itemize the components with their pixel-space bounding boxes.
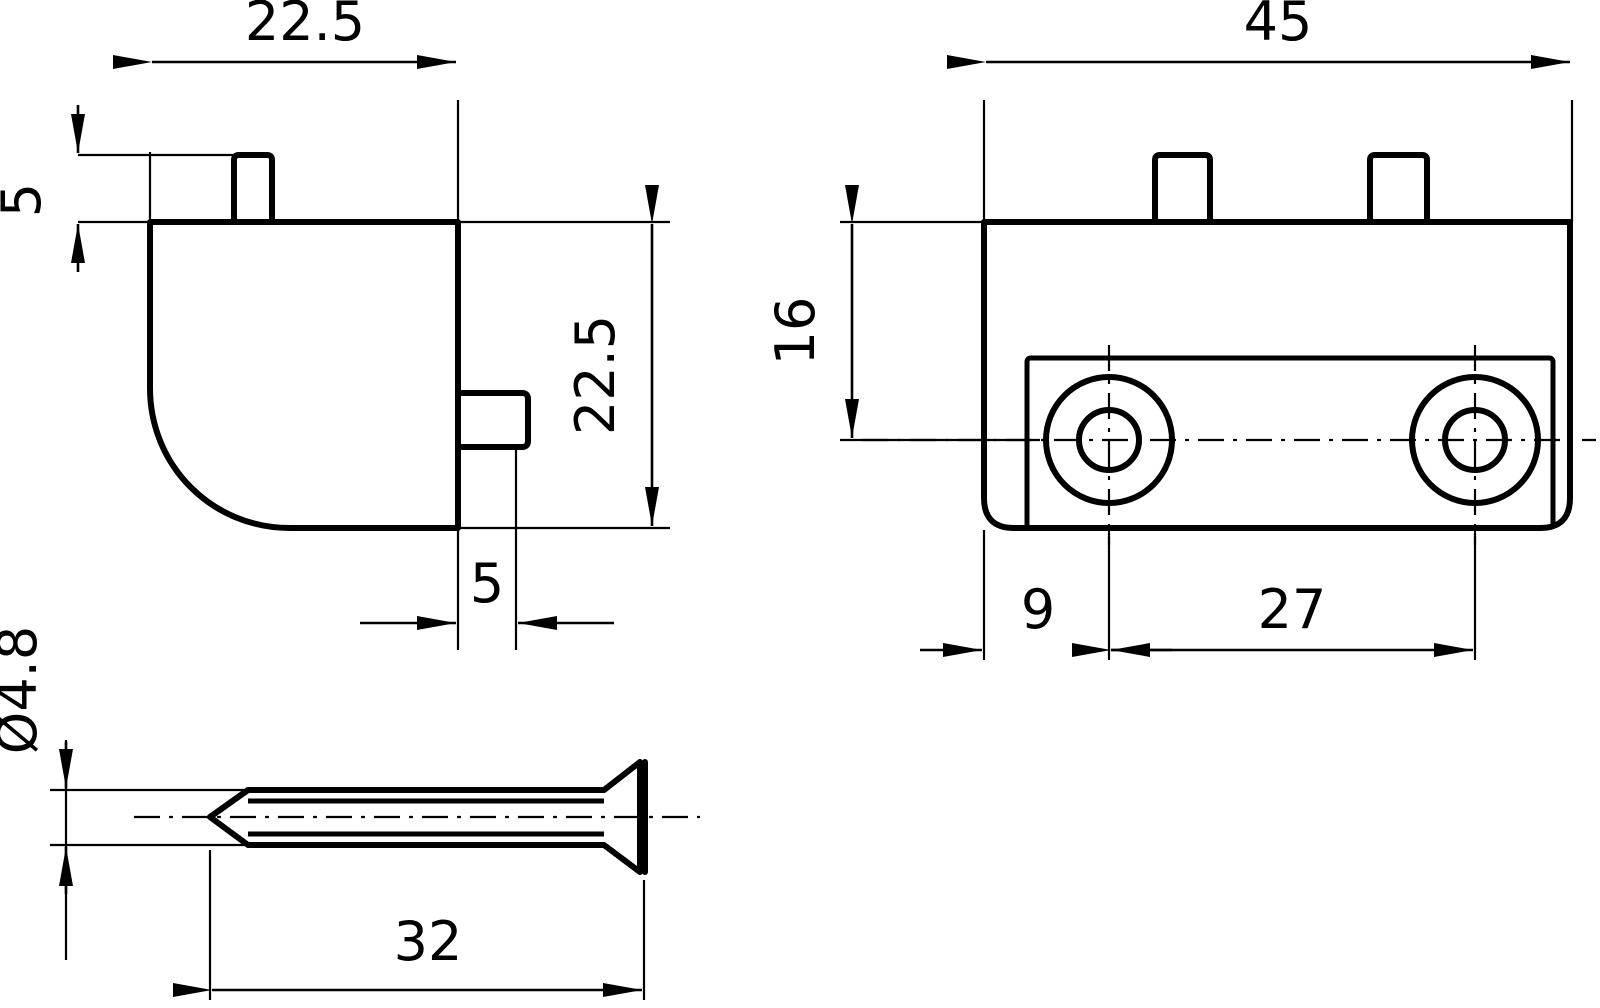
front-hole-left-inner	[1076, 407, 1142, 473]
front-recess-rectangle	[1024, 355, 1556, 528]
front-top-pin-right	[1367, 152, 1430, 225]
side-top-pin	[231, 152, 275, 225]
front-body-outline	[981, 219, 1573, 531]
front-dim-length-label: 45	[1244, 0, 1313, 53]
side-body-outline	[147, 219, 461, 531]
side-dim-pin-height-label: 5	[0, 183, 53, 217]
front-top-pin-left	[1152, 152, 1213, 225]
side-dim-width-label: 22.5	[245, 0, 365, 53]
front-dim-height-label: 16	[764, 297, 827, 366]
screw-dim-length-label: 32	[394, 910, 463, 973]
side-right-pin	[455, 390, 531, 450]
screw-body-outline	[207, 759, 643, 875]
side-dim-height-label: 22.5	[564, 315, 627, 435]
front-hole-right-inner	[1442, 407, 1508, 473]
side-view-group: 22.5 5 22.5 5	[0, 0, 670, 650]
screw-detail-group: Ø4.8 32	[0, 626, 700, 1000]
front-hole-left-outer	[1043, 374, 1175, 506]
front-dim-hole-spacing-label: 27	[1258, 578, 1327, 641]
front-hole-right-outer	[1409, 374, 1541, 506]
front-dim-offset-label: 9	[1021, 578, 1055, 641]
screw-dim-diameter-label: Ø4.8	[0, 626, 49, 754]
front-view-group: 45 16 9 27	[764, 0, 1596, 660]
side-dim-pin-width-label: 5	[470, 552, 504, 615]
